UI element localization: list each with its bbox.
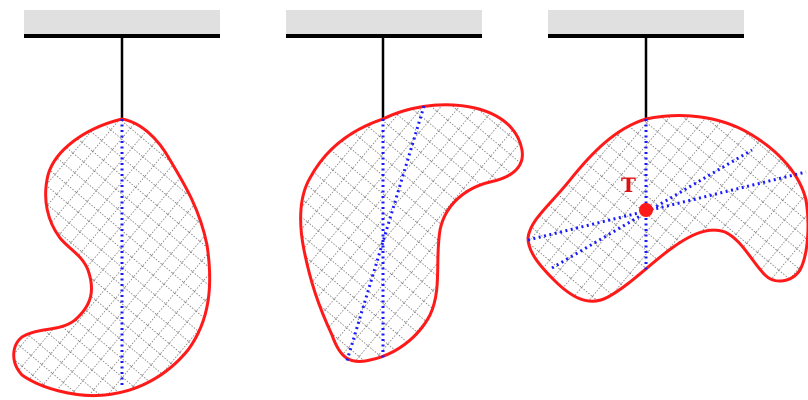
plumb-line-2b: [344, 105, 426, 365]
ceiling-2: [286, 10, 482, 35]
ceiling-3: [548, 10, 744, 35]
center-of-gravity-label: T: [621, 173, 636, 197]
lamina-1: [12, 117, 212, 398]
panel-2: [286, 10, 524, 365]
panel-3: T: [526, 10, 808, 303]
lamina-3: [526, 114, 808, 303]
panel-1: [12, 10, 220, 398]
ceiling-1: [24, 10, 220, 35]
lamina-2: [299, 103, 524, 363]
center-of-gravity-point: [639, 203, 653, 217]
plumb-line-3b: [527, 170, 807, 242]
